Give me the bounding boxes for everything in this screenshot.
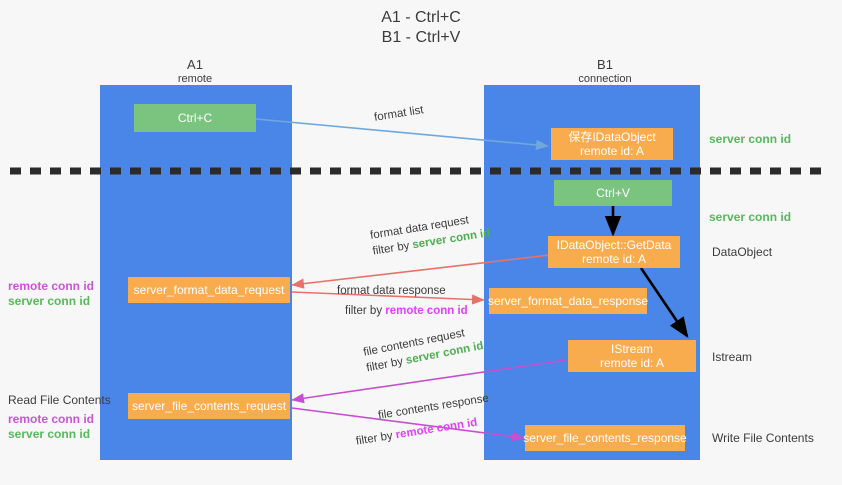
- edge-label-format-data-response-l2: filter by remote conn id: [345, 303, 468, 319]
- annotation-write-file-contents: Write File Contents: [712, 431, 814, 445]
- edge-label-format-data-response-l1: format data response: [337, 285, 446, 297]
- node-save-idataobject-line2: remote id: A: [579, 144, 645, 158]
- lane-header-b1-title: B1: [597, 57, 613, 72]
- node-ctrl-c[interactable]: Ctrl+C: [134, 104, 256, 132]
- lane-header-a1: A1 remote: [130, 58, 260, 86]
- lane-header-a1-title: A1: [187, 57, 203, 72]
- node-server-format-data-response-label: server_format_data_response: [487, 294, 649, 308]
- edge-label-format-data-response: format data response filter by remote co…: [337, 283, 468, 319]
- node-ctrl-v-label: Ctrl+V: [596, 186, 630, 200]
- page-title: A1 - Ctrl+C B1 - Ctrl+V: [381, 9, 461, 46]
- filter-by-text: filter by: [345, 305, 386, 317]
- annotation-server-conn-id-top: server conn id: [709, 132, 792, 146]
- annotation-istream: Istream: [712, 350, 753, 364]
- node-server-file-contents-response-label: server_file_contents_response: [523, 431, 687, 445]
- edge-label-file-contents-response: file contents response filter by remote …: [355, 390, 493, 447]
- filter-by-text: filter by: [355, 429, 397, 448]
- node-ctrl-v[interactable]: Ctrl+V: [554, 180, 672, 206]
- node-istream-line1: IStream: [610, 342, 653, 356]
- node-save-idataobject-line1: 保存IDataObject: [568, 130, 656, 144]
- annotation-server-conn-id-1: server conn id: [8, 294, 91, 308]
- node-server-file-contents-request[interactable]: server_file_contents_request: [128, 393, 290, 419]
- annotation-server-conn-id-2: server conn id: [8, 427, 91, 441]
- lane-header-b1-sub: connection: [578, 73, 632, 85]
- edge-label-format-list-text: format list: [373, 104, 425, 124]
- node-idataobject-getdata[interactable]: IDataObject::GetData remote id: A: [548, 236, 680, 268]
- node-server-format-data-request[interactable]: server_format_data_request: [128, 277, 290, 303]
- node-save-idataobject[interactable]: 保存IDataObject remote id: A: [551, 128, 673, 160]
- filter-by-text: filter by: [371, 239, 414, 258]
- edge-label-format-data-request: format data request filter by server con…: [369, 209, 491, 259]
- edge-label-format-list: format list: [373, 102, 425, 126]
- remote-conn-id-key: remote conn id: [394, 416, 479, 442]
- node-idataobject-getdata-line2: remote id: A: [581, 252, 647, 266]
- node-server-file-contents-request-label: server_file_contents_request: [131, 399, 287, 413]
- node-istream-line2: remote id: A: [599, 356, 665, 370]
- node-idataobject-getdata-line1: IDataObject::GetData: [556, 238, 672, 252]
- annotation-remote-conn-id-1: remote conn id: [8, 279, 95, 293]
- annotation-server-conn-id-mid: server conn id: [709, 210, 792, 224]
- annotation-read-file-contents: Read File Contents: [8, 393, 111, 407]
- annotation-dataobject: DataObject: [712, 245, 773, 259]
- remote-conn-id-key: remote conn id: [385, 305, 468, 317]
- node-server-file-contents-response[interactable]: server_file_contents_response: [523, 425, 687, 451]
- lane-header-a1-sub: remote: [177, 73, 213, 85]
- lane-header-b1: B1 connection: [540, 58, 670, 86]
- node-istream[interactable]: IStream remote id: A: [568, 340, 696, 372]
- edge-label-file-contents-request: file contents request filter by server c…: [362, 322, 485, 376]
- node-server-format-data-response[interactable]: server_format_data_response: [487, 288, 649, 314]
- node-ctrl-c-label: Ctrl+C: [177, 111, 213, 125]
- edge-label-file-contents-response-l2: filter by remote conn id: [355, 412, 494, 449]
- annotation-remote-conn-id-2: remote conn id: [8, 412, 95, 426]
- node-server-format-data-request-label: server_format_data_request: [133, 283, 285, 297]
